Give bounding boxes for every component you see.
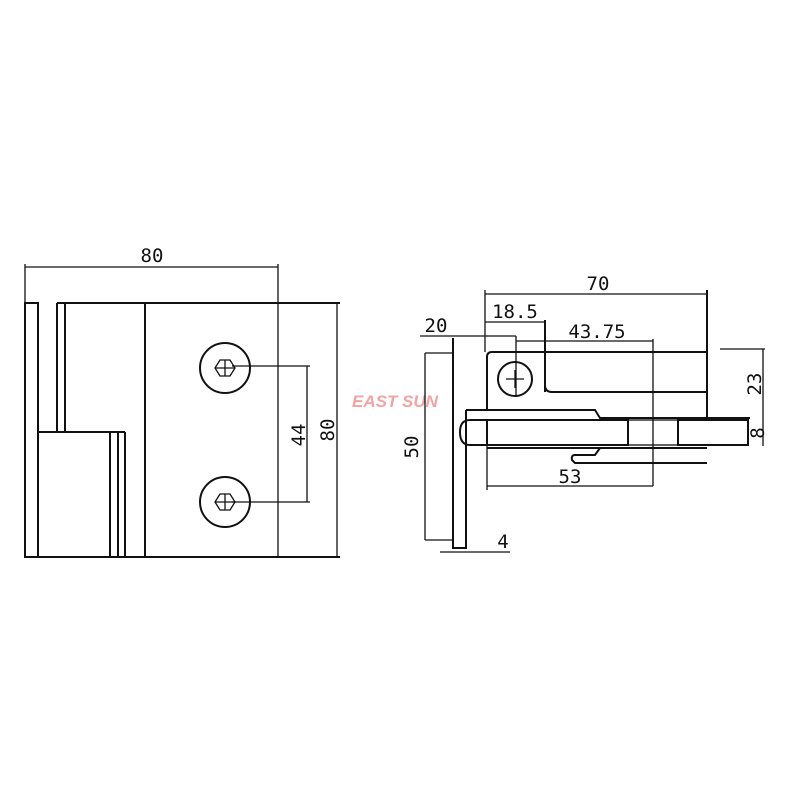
glass-section-hatched-2	[677, 419, 749, 446]
flange-label: 20	[425, 315, 448, 337]
lower-length-label: 53	[559, 466, 582, 488]
screw-side-icon	[497, 361, 533, 397]
glass-rounded-end	[458, 419, 487, 446]
plate-height-label: 23	[744, 373, 766, 396]
wall-flange	[452, 338, 467, 549]
side-view: 70 18.5 20 43.75 23 8 53 50 4	[401, 273, 769, 553]
hole-spacing-label: 44	[288, 424, 310, 447]
height-label: 80	[317, 419, 339, 442]
height-50-label: 50	[401, 436, 423, 459]
front-view: 80 44 80	[24, 245, 340, 558]
glass-depth-label: 43.75	[568, 321, 625, 343]
width-label: 80	[141, 245, 164, 267]
overall-length-label: 70	[587, 273, 610, 295]
lower-block	[37, 431, 111, 558]
hinge-plate	[486, 351, 707, 410]
screw-top-icon	[199, 342, 251, 394]
glass-thickness-label: 8	[747, 427, 769, 438]
hole-offset-label: 18.5	[492, 301, 538, 323]
left-strip	[24, 302, 39, 558]
glass-section-hatched	[486, 419, 629, 446]
watermark: EAST SUN	[352, 392, 439, 411]
wall-thickness-label: 4	[497, 531, 508, 553]
